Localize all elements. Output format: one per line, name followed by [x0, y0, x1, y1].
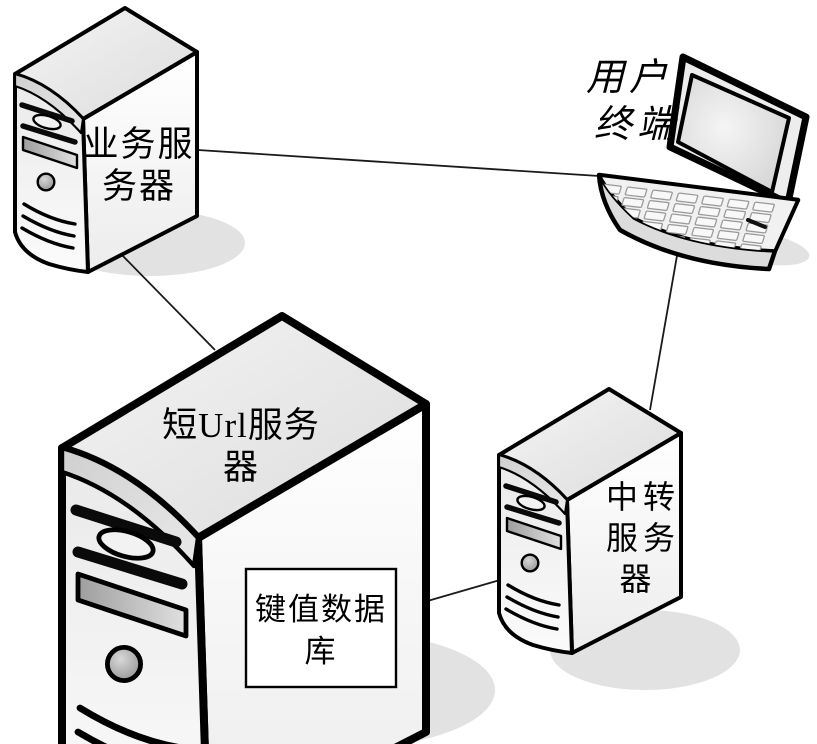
- user-terminal-label-line-2: 终端: [594, 104, 680, 146]
- edge-business-to-shorturl: [119, 252, 216, 351]
- laptop-illustration: [596, 53, 810, 272]
- user-terminal-label-line-1: 用户: [586, 57, 672, 99]
- short-url-server-label-line-1: 短Url服务: [162, 406, 320, 445]
- laptop-port-icon: [746, 218, 767, 229]
- relay-server-label-line-2: 服务: [606, 520, 680, 556]
- relay-server-label-line-1: 中转: [606, 479, 680, 515]
- key-value-db-box: [244, 567, 398, 689]
- business-server-label-line-1: 业务服: [83, 125, 194, 164]
- relay-server-label-line-3: 器: [619, 561, 656, 597]
- edge-db-to-relay: [423, 579, 501, 603]
- laptop-screen: [676, 73, 791, 194]
- edge-business-to-terminal: [197, 149, 600, 177]
- business-server-label-line-2: 务器: [102, 167, 176, 206]
- key-value-db-label-line-1: 键值数据: [255, 592, 387, 627]
- key-value-db-label-line-2: 库: [305, 634, 338, 669]
- edge-terminal-to-relay: [649, 249, 679, 411]
- short-url-server-label-line-2: 器: [223, 448, 259, 487]
